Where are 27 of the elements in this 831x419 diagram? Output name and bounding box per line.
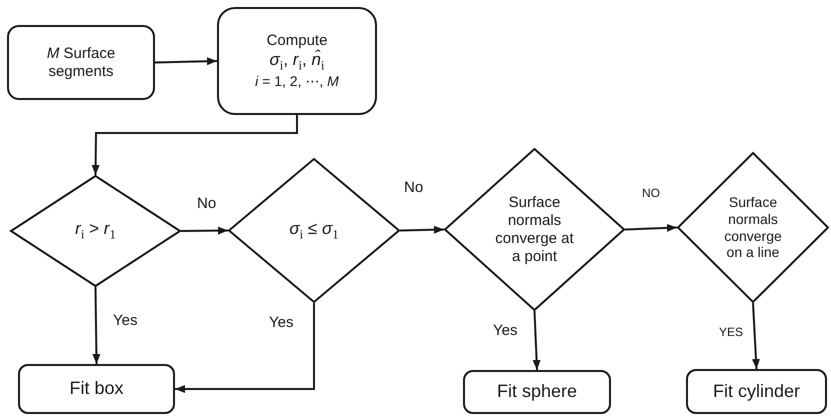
node-text: r$_{i}$ > r$_{1}$ <box>74 219 117 243</box>
node-text: σ$_{i}$, r$_{i}$, n̂$_{i}$ <box>268 50 326 74</box>
node-text: Surface normals converge on a line <box>723 194 783 262</box>
edge-label: YES <box>718 326 744 340</box>
edge-label: NO <box>641 187 661 200</box>
node-text: σ$_{i}$ ≤ σ$_{1}$ <box>288 218 340 242</box>
arrow <box>400 226 444 234</box>
arrow <box>180 226 228 235</box>
process-box <box>217 7 377 115</box>
node-text: Surface normals converge at a point <box>494 194 575 266</box>
process-box <box>18 364 175 414</box>
node-text: Fit box <box>68 378 125 400</box>
node-text: i = 1, 2, ⋯, M <box>254 73 340 90</box>
arrow <box>624 224 678 232</box>
box-heading: Compute <box>266 32 328 50</box>
arrow <box>92 286 100 364</box>
process-box <box>463 370 611 414</box>
arrow <box>92 115 298 176</box>
process-box <box>7 25 155 100</box>
arrow <box>532 310 541 370</box>
node-text: M Surface segments <box>46 44 116 80</box>
node-text: Fit cylinder <box>712 380 802 402</box>
node-text: Fit sphere <box>496 381 578 403</box>
process-box <box>686 369 827 414</box>
arrow <box>752 302 760 370</box>
arrow <box>175 303 315 393</box>
arrow <box>154 57 218 66</box>
